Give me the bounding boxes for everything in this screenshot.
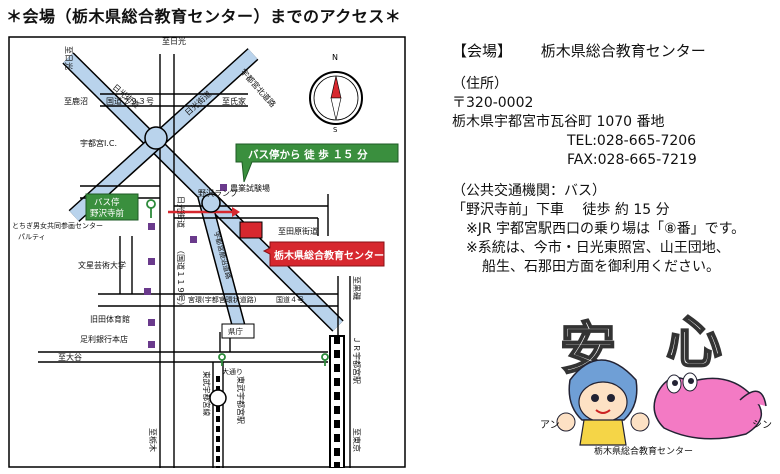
- page-title: ＊会場（栃木県総合教育センター）までのアクセス＊: [6, 7, 402, 26]
- label-to-tochigi: 至栃木: [148, 428, 158, 452]
- bus-line: 「野沢寺前」下車 徒歩 約 15 分: [452, 202, 670, 218]
- note-1: ※JR 宇都宮駅西口の乗り場は「⑧番」です。: [466, 221, 746, 237]
- walk-route: [168, 207, 240, 217]
- nozawa-ramp-junction: [201, 193, 221, 213]
- mascot-shin-label: シン: [752, 420, 772, 431]
- label-tobu-station: 東武宇都宮駅: [236, 376, 246, 424]
- label-gym: 旧田体育館: [90, 314, 130, 324]
- label-route119: （国道１１９号）: [176, 246, 186, 310]
- tobu-station-icon: [209, 389, 227, 407]
- label-tobu-line: 東武宇都宮線: [202, 371, 212, 416]
- compass-s-label: S: [333, 126, 338, 134]
- note-3: 船生、石那田方面を御利用ください。: [482, 259, 720, 275]
- label-to-omiya: 至大谷: [58, 352, 82, 362]
- address-heading: （住所）: [452, 76, 508, 92]
- label-to-kuroiso: 至黒磯: [352, 276, 362, 300]
- tel-number: TEL:028-665-7206: [567, 133, 697, 149]
- venue-name: 栃木県総合教育センター: [540, 42, 706, 60]
- label-to-kanuma: 至鹿沼: [64, 96, 88, 106]
- compass-icon: N S: [309, 53, 363, 134]
- label-parity-2: パルティ: [18, 233, 46, 241]
- label-parity-1: とちぎ男女共同参画センター: [12, 221, 103, 230]
- mascot-shin-icon: [653, 372, 767, 440]
- fax-number: FAX:028-665-7219: [567, 152, 697, 168]
- jr-railway: [329, 335, 345, 468]
- access-info: 【会場】 栃木県総合教育センター （住所） 〒320-0002 栃木県宇都宮市瓦…: [452, 42, 778, 277]
- label-ashikaga-bank: 足利銀行本店: [80, 334, 128, 344]
- label-nozawa-ramp: 野沢ランプ: [198, 189, 238, 198]
- facility-markers: [144, 184, 227, 348]
- label-nikko-kaido-v: 日光街道: [176, 196, 186, 228]
- walk-badge-text: バス停から 徒 歩 １５ 分: [248, 148, 368, 161]
- label-to-tokyo: 至東京: [352, 428, 362, 452]
- label-to-nikko-b: 至日光: [162, 36, 186, 46]
- label-miyakan: 宮環(宇都宮環状道路): [188, 295, 257, 304]
- address: 栃木県宇都宮市瓦谷町 1070 番地: [452, 114, 665, 130]
- roads: [38, 54, 351, 468]
- mascot-illustration: 安 心 アン シン 栃木県総合教育センター: [540, 310, 778, 470]
- label-farm: 農業試験場: [230, 183, 270, 193]
- label-to-nikko-a: 至日光: [64, 46, 74, 70]
- label-odori: 大通り: [222, 367, 243, 376]
- label-route4: 国道４号: [276, 295, 304, 304]
- label-kencho: 県庁: [228, 326, 243, 336]
- note-2: ※系統は、今市・日光東照宮、山王団地、: [466, 240, 730, 256]
- logo-shin: 心: [666, 311, 722, 376]
- mascot-an-icon: [556, 359, 650, 446]
- mascot-caption: 栃木県総合教育センター: [594, 445, 693, 457]
- access-map: N S バス停から 徒 歩 １５ 分 栃木県総合教育センター バス停 野沢寺前 …: [8, 36, 406, 468]
- label-art-univ: 文星芸術大学: [78, 260, 126, 270]
- bus-stop-icon: [146, 199, 329, 366]
- mascot-an-label: アン: [540, 420, 560, 431]
- label-to-ujiie: 至氏家: [222, 96, 246, 106]
- bus-stop-badge: バス停 野沢寺前: [85, 193, 139, 221]
- compass-n-label: N: [332, 53, 338, 62]
- bus-stop-label-1: バス停: [94, 197, 120, 208]
- venue-badge-text: 栃木県総合教育センター: [274, 249, 384, 262]
- venue-heading: 【会場】 栃木県総合教育センター: [452, 42, 778, 61]
- label-jr-station: ＪＲ宇都宮駅: [352, 336, 362, 384]
- bus-stop-label-2: 野沢寺前: [90, 208, 125, 219]
- transit-heading: （公共交通機関：バス）: [452, 183, 606, 199]
- venue-badge: 栃木県総合教育センター: [262, 241, 385, 267]
- venue-marker: [239, 221, 263, 239]
- zip-code: 〒320-0002: [452, 95, 534, 111]
- walk-badge: バス停から 徒 歩 １５ 分: [235, 143, 399, 183]
- kencho-box: [221, 323, 255, 339]
- venue-label: 【会場】: [452, 42, 513, 60]
- label-utsunomiya-ic: 宇都宮I.C.: [80, 138, 117, 148]
- label-tahara: 至田原街道: [278, 226, 318, 236]
- label-route293: 国道２９３号: [106, 96, 154, 106]
- ic-junction: [144, 126, 168, 150]
